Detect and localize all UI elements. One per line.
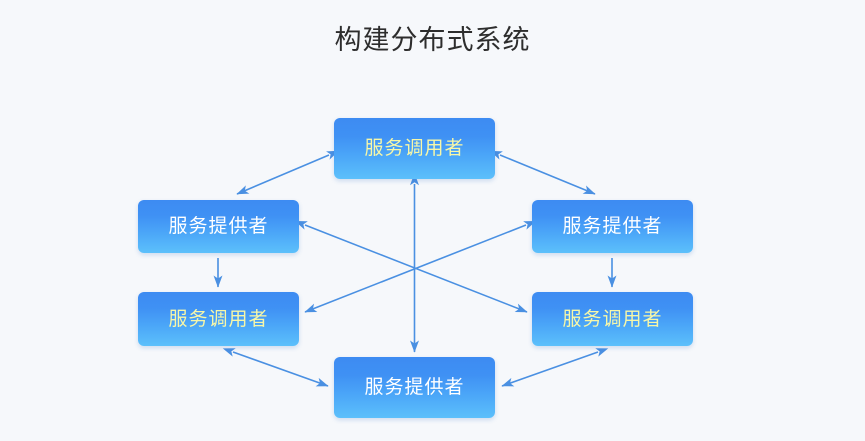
- node-service-consumer-right-lower[interactable]: 服务调用者: [532, 292, 693, 346]
- node-service-consumer-left-lower[interactable]: 服务调用者: [138, 292, 299, 346]
- node-service-provider-left-upper[interactable]: 服务提供者: [138, 200, 299, 253]
- node-service-provider-bottom[interactable]: 服务提供者: [334, 357, 495, 418]
- edge-top-leftup: [236, 150, 340, 195]
- edge-top-rightup: [489, 150, 596, 195]
- node-service-provider-right-upper[interactable]: 服务提供者: [532, 200, 693, 253]
- node-label: 服务调用者: [364, 138, 465, 159]
- node-label: 服务提供者: [562, 216, 663, 237]
- edge-rightup-leftdn: [304, 221, 537, 313]
- node-label: 服务调用者: [168, 308, 269, 330]
- node-service-consumer-top[interactable]: 服务调用者: [334, 118, 495, 179]
- edge-rightdn-bottom: [501, 348, 609, 387]
- node-label: 服务提供者: [168, 216, 269, 237]
- page-title: 构建分布式系统: [334, 25, 531, 55]
- node-label: 服务提供者: [364, 377, 465, 398]
- edge-leftdn-bottom: [222, 348, 329, 387]
- node-label: 服务调用者: [562, 308, 663, 330]
